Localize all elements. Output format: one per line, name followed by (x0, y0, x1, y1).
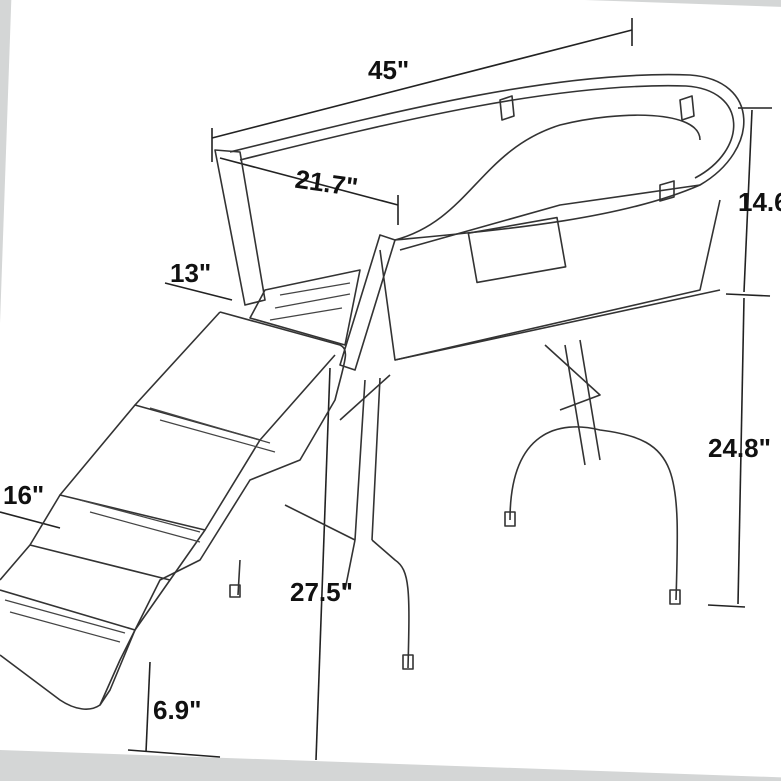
step-width-label: 16" (3, 480, 45, 510)
tub-legs (229, 339, 681, 670)
dog-steps (0, 282, 351, 710)
step-depth-label: 13" (170, 258, 212, 288)
paw-print-pattern (4, 282, 351, 643)
dimension-lines (0, 18, 772, 761)
tub-height-label: 14.6 (738, 187, 781, 217)
length-label: 45" (368, 55, 410, 85)
leg-height-label: 24.8" (708, 433, 771, 463)
tub-body (214, 73, 745, 371)
rim-height-label: 27.5" (290, 577, 353, 607)
step-height-label: 6.9" (153, 695, 202, 725)
